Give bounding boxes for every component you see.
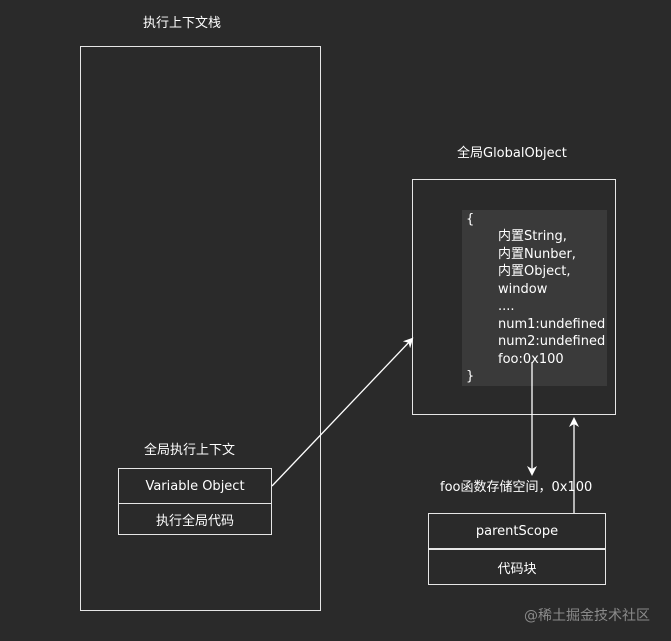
- global-context-title: 全局执行上下文: [144, 443, 236, 458]
- execution-context-stack-box: [80, 46, 321, 611]
- close-brace: }: [466, 369, 475, 384]
- variable-object-to-global-object-arrow: [271, 337, 414, 487]
- execute-global-code-cell: 执行全局代码: [118, 503, 272, 535]
- property-line: 内置String,: [498, 229, 567, 244]
- stack-title: 执行上下文栈: [143, 16, 222, 31]
- watermark: @稀土掘金技术社区: [524, 608, 650, 624]
- property-line: foo:0x100: [498, 351, 564, 367]
- parent-scope-cell: parentScope: [428, 513, 606, 549]
- global-object-properties: 内置String, 内置Nunber, 内置Object, window ...…: [498, 228, 605, 368]
- code-block-cell: 代码块: [428, 549, 606, 585]
- property-line: window: [498, 281, 548, 297]
- global-object-title: 全局GlobalObject: [457, 146, 567, 161]
- function-storage-title: foo函数存储空间，0x100: [440, 480, 593, 495]
- property-line: 内置Object,: [498, 264, 571, 279]
- property-line: num1:undefined: [498, 316, 606, 332]
- property-line: num2:undefined: [498, 334, 606, 349]
- property-line: 内置Nunber,: [498, 246, 576, 262]
- open-brace: {: [466, 212, 475, 227]
- global-object-box: [412, 179, 616, 415]
- global-object-code-background: [462, 210, 607, 386]
- property-line: ....: [498, 299, 515, 314]
